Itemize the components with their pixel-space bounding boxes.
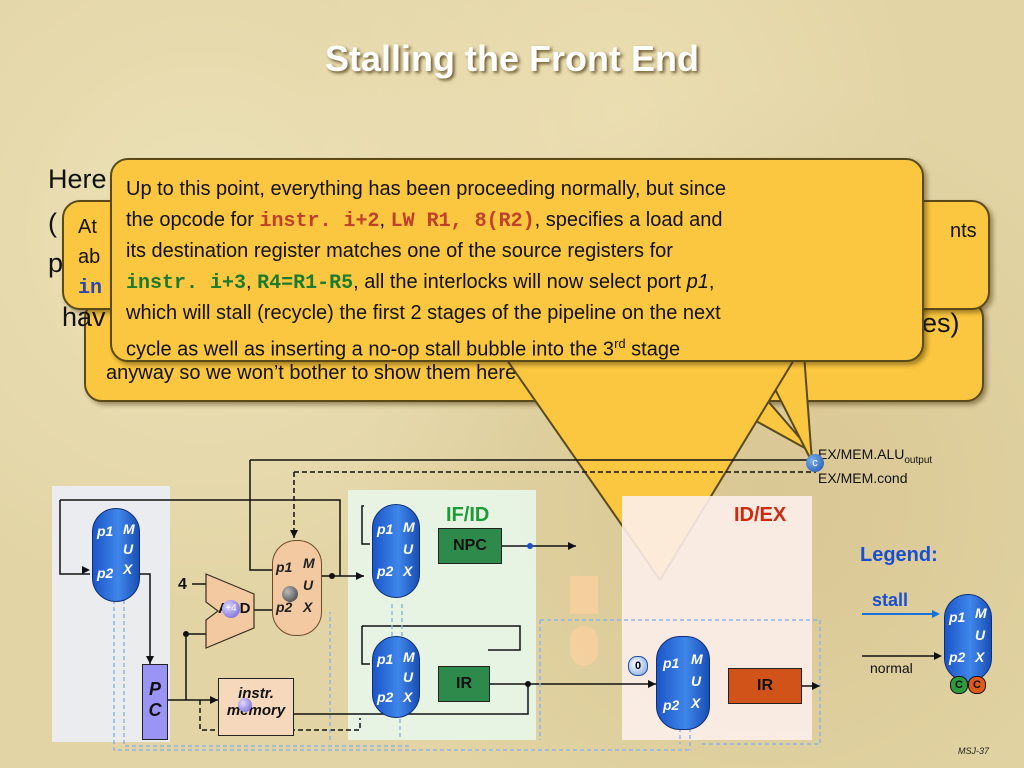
arrow-pc-to-imem [210,696,218,704]
idex-ir-register: IR [728,668,802,704]
callout-line-4: instr. i+3, R4=R1-R5, all the interlocks… [126,269,714,297]
arrow-idex-ir-out [812,682,820,690]
callout-middle-at: At [78,216,97,238]
callout-bubble-front: Up to this point, everything has been pr… [110,158,924,362]
instruction-memory: instr. memory [218,678,294,736]
callout-port-p1: p1 [686,271,709,293]
callout-line-2: the opcode for instr. i+2, LW R1, 8(R2),… [126,207,723,235]
ifid-ir-register: IR [438,666,490,702]
callout-line-2-a: the opcode for [126,209,260,231]
arrow-mux-out [356,572,364,580]
ctrl-wire-2 [123,600,410,747]
wire-alu-to-mux [249,460,272,571]
junction-pc [183,631,189,637]
wire-stall-bottom [199,700,361,731]
junction-ir [525,681,531,687]
mux-token-icon [282,586,298,602]
legend-normal-label: normal [870,660,913,676]
code-lw-instr: LW R1, 8(R2) [390,210,535,233]
pc-register: P C [142,664,168,740]
pc-mux: p1 p2 M U X [92,508,140,602]
callout-line-6-sup: rd [614,336,626,351]
imem-token-icon [238,698,252,712]
callout-line-4-b: , all the interlocks will now select por… [353,271,687,293]
callout-line-4-end: , [708,271,715,293]
callout-back-text: anyway so we won’t bother to show them h… [106,362,517,384]
wire-ir-loop [362,625,521,651]
callout-line-6-b: stage [625,338,681,361]
callout-line-6-a: cycle as well as inserting a no-op stall… [126,338,615,361]
faded-block-bottom [570,626,598,666]
callout-line-6: cycle as well as inserting a no-op stall… [126,331,680,363]
arrow-npc-out [568,542,576,550]
junction-npc [527,543,533,549]
label-cond: EX/MEM.cond [818,470,908,486]
code-instr-i3: instr. i+3 [126,272,247,295]
callout-line-5: which will stall (recycle) the first 2 s… [126,302,721,324]
bg-text-es: es) [922,308,960,338]
arrow-cond [290,530,298,538]
legend-normal-arrow [934,652,942,660]
zero-constant-icon: 0 [628,656,648,676]
idex-ir-mux: p1 p2 M U X [656,636,710,730]
adder-plus-four-icon: +4 [222,600,240,618]
arrow-pc-loop [82,566,90,574]
idex-label: ID/EX [734,504,787,526]
wire-pc-loop [59,500,90,575]
legend-stall-arrow [932,610,940,618]
legend-title: Legend: [860,544,938,566]
callout-line-3: its destination register matches one of … [126,240,673,262]
bg-text-p: p [48,248,64,278]
callout-middle-in: in [78,277,103,300]
wire-ir-loop-in [361,626,370,665]
callout-line-2-b: , specifies a load and [534,209,723,231]
arrow-ir-to-idex [648,680,656,688]
legend-c-green-icon: C [950,676,968,694]
ifid-ir-mux: p1 p2 M U X [372,636,420,718]
ifid-label: IF/ID [446,504,490,526]
legend-stall-label: stall [872,590,909,610]
callout-line-4-comma: , [246,271,258,293]
ctrl-wire-1 [113,600,690,751]
ifid-npc-mux: p1 p2 M U X [372,504,420,598]
npc-register: NPC [438,528,502,564]
label-alu-output: EX/MEM.ALUoutput [818,446,933,466]
arrow-mux-to-pc [146,656,154,664]
code-sub-instr: R4=R1-R5 [257,272,354,295]
legend-c-orange-icon: C [968,676,986,694]
callout-line-1: Up to this point, everything has been pr… [126,178,726,200]
junction-mux [329,573,335,579]
wire-npc-loop [361,505,370,545]
bg-text-here: Here [48,164,107,194]
slide-title: Stalling the Front End [325,38,699,79]
next-pc-mux: p1 p2 M U X [272,540,322,636]
legend-mux: p1 p2 M U X [944,594,992,682]
constant-four: 4 [178,576,187,593]
callout-line-2-comma: , [379,209,391,231]
faded-block-top [570,576,598,614]
callout-middle-nts: nts [950,220,977,242]
slide-footer: MSJ-37 [958,746,990,756]
ctrl-wire-9 [540,619,821,745]
callout-middle-ab: ab [78,246,101,268]
wire-top-loop [60,499,341,576]
cond-connector-icon: c [806,454,824,472]
wire-mux-to-pc [140,573,151,664]
bg-text-paren: ( [48,208,57,238]
wire-imem-out [292,686,529,715]
code-instr-i2: instr. i+2 [259,210,380,233]
